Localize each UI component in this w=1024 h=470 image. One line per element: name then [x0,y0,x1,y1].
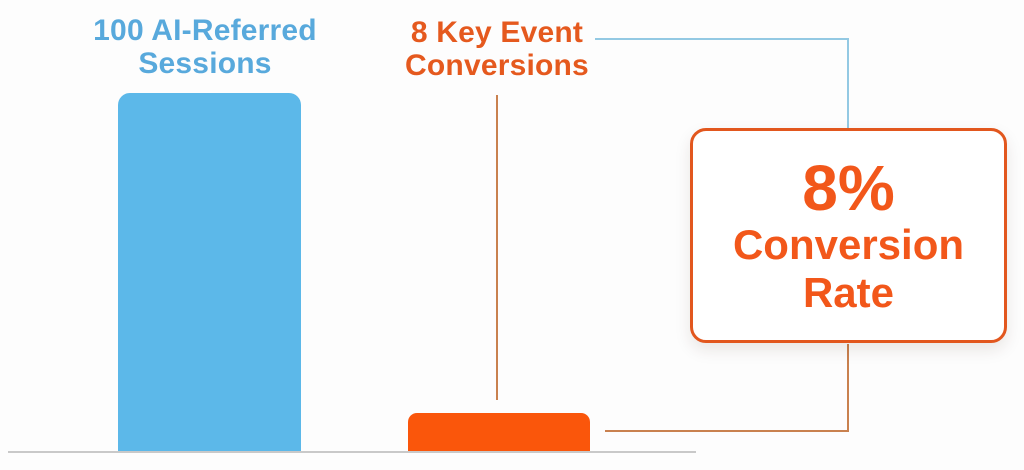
conversion-rate-callout-box: 8% Conversion Rate [690,128,1007,343]
callout-label-line2: Rate [802,268,895,316]
sessions-bar-label-line1: 100 AI-Referred [93,14,317,47]
x-axis-baseline [8,451,696,453]
callout-to-bar-connector-line [605,344,849,432]
conversions-bar-label: 8 Key Event Conversions [377,16,617,82]
label-to-callout-connector-line [595,38,849,130]
conversions-bar-label-line2: Conversions [405,49,589,82]
sessions-bar-label-line2: Sessions [138,47,272,80]
conversions-bar-label-line1: 8 Key Event [410,16,584,49]
conversions-bar [408,413,590,453]
callout-label-line1: Conversion [732,220,965,268]
conversions-label-pointer-line [496,95,498,400]
callout-value: 8% [802,151,895,224]
sessions-bar [118,93,301,453]
sessions-bar-label: 100 AI-Referred Sessions [55,14,355,80]
